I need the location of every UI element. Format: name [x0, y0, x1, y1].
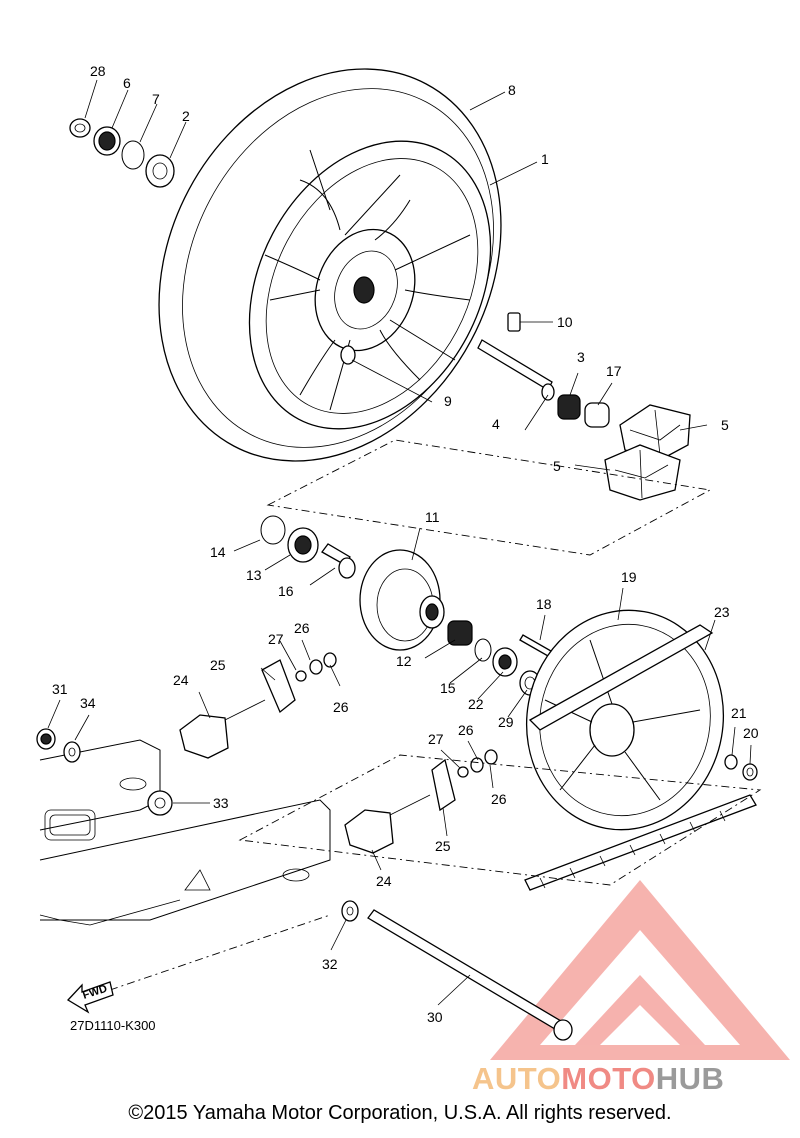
circlip-15: [474, 638, 492, 662]
bearing-2: [145, 154, 175, 188]
callout-27-b: 27: [428, 731, 444, 747]
adjuster-24-lower: [344, 794, 431, 854]
nuts-26-upper: [309, 652, 337, 675]
sprocket-hub-11: [359, 549, 445, 651]
circlip-7: [121, 140, 145, 170]
watermark-text: AUTOMOTOHUB: [472, 1061, 724, 1096]
callout-19: 19: [621, 569, 637, 585]
callout-26-a: 26: [294, 620, 310, 636]
callout-10: 10: [557, 314, 573, 330]
callout-29: 29: [498, 714, 514, 730]
washer-21: [724, 754, 738, 770]
bearing-13: [287, 527, 319, 563]
callout-26-c: 26: [458, 722, 474, 738]
callout-15: 15: [440, 680, 456, 696]
callout-5-right: 5: [721, 417, 729, 433]
callout-23: 23: [714, 604, 730, 620]
callout-34: 34: [80, 695, 96, 711]
collar-16: [321, 543, 356, 579]
wheel-1: [248, 140, 492, 430]
watermark-moto: MOTO: [561, 1061, 655, 1096]
plate-25-lower: [431, 758, 456, 812]
plate-25-upper: [261, 659, 296, 714]
watermark-auto: AUTO: [472, 1061, 561, 1096]
callout-20: 20: [743, 725, 759, 741]
callout-28: 28: [90, 63, 106, 79]
watermark-hub: HUB: [656, 1061, 725, 1096]
swingarm: [39, 739, 331, 991]
washer-33: [147, 790, 173, 816]
spacer-4: [477, 339, 555, 401]
watermark-logo: [490, 880, 790, 1060]
nut-31: [36, 728, 56, 750]
callout-22: 22: [468, 696, 484, 712]
callout-13: 13: [246, 567, 262, 583]
circlip-14: [260, 515, 286, 545]
bearing-12: [447, 620, 473, 646]
copyright-notice: ©2015 Yamaha Motor Corporation, U.S.A. A…: [128, 1102, 672, 1124]
assembly-boundary-lower: [238, 754, 762, 886]
callout-31: 31: [52, 681, 68, 697]
nut-20: [742, 763, 758, 781]
leader-lines: [47, 79, 752, 1006]
callout-25-a: 25: [210, 657, 226, 673]
washer-32: [341, 900, 359, 922]
washer-27-upper: [295, 670, 307, 682]
assembly-boundary-upper: [266, 439, 712, 556]
callout-14: 14: [210, 544, 226, 560]
callout-2: 2: [182, 108, 190, 124]
callout-25-b: 25: [435, 838, 451, 854]
callout-5-left: 5: [553, 458, 561, 474]
callout-32: 32: [322, 956, 338, 972]
callout-12: 12: [396, 653, 412, 669]
callout-18: 18: [536, 596, 552, 612]
spacer-17: [584, 402, 610, 428]
callout-33: 33: [213, 795, 229, 811]
callout-16: 16: [278, 583, 294, 599]
callout-1: 1: [541, 151, 549, 167]
fwd-arrow-icon: FWD: [66, 981, 114, 1014]
callout-9: 9: [444, 393, 452, 409]
valve-10: [507, 312, 521, 332]
callout-21: 21: [731, 705, 747, 721]
adjuster-24-upper: [179, 699, 266, 759]
callout-8: 8: [508, 82, 516, 98]
diagram-code: 27D1110-K300: [70, 1018, 156, 1033]
callout-26-d: 26: [491, 791, 507, 807]
callout-3: 3: [577, 349, 585, 365]
belt-23: [524, 624, 757, 891]
callout-24-a: 24: [173, 672, 189, 688]
callout-labels: 28 6 7 2 8 1 10 9 4 3 17 5 5 11 14 13 16…: [52, 63, 759, 1025]
stud-bolt-18: [519, 634, 552, 657]
callout-27-a: 27: [268, 631, 284, 647]
callout-11: 11: [425, 509, 440, 525]
callout-17: 17: [606, 363, 622, 379]
callout-26-b: 26: [333, 699, 349, 715]
callout-4: 4: [492, 416, 500, 432]
washer-27-lower: [457, 766, 469, 778]
callout-7: 7: [152, 91, 160, 107]
washer-34: [63, 741, 81, 763]
callout-24-b: 24: [376, 873, 392, 889]
oil-seal-22: [492, 647, 518, 677]
oil-seal-6: [93, 126, 121, 156]
seal-28: [69, 118, 91, 138]
axle-30: [367, 909, 573, 1041]
callout-6: 6: [123, 75, 131, 91]
bearing-3: [557, 394, 581, 420]
damper-set-5: [604, 404, 691, 501]
pulley-19: [525, 609, 725, 831]
callout-30: 30: [427, 1009, 443, 1025]
